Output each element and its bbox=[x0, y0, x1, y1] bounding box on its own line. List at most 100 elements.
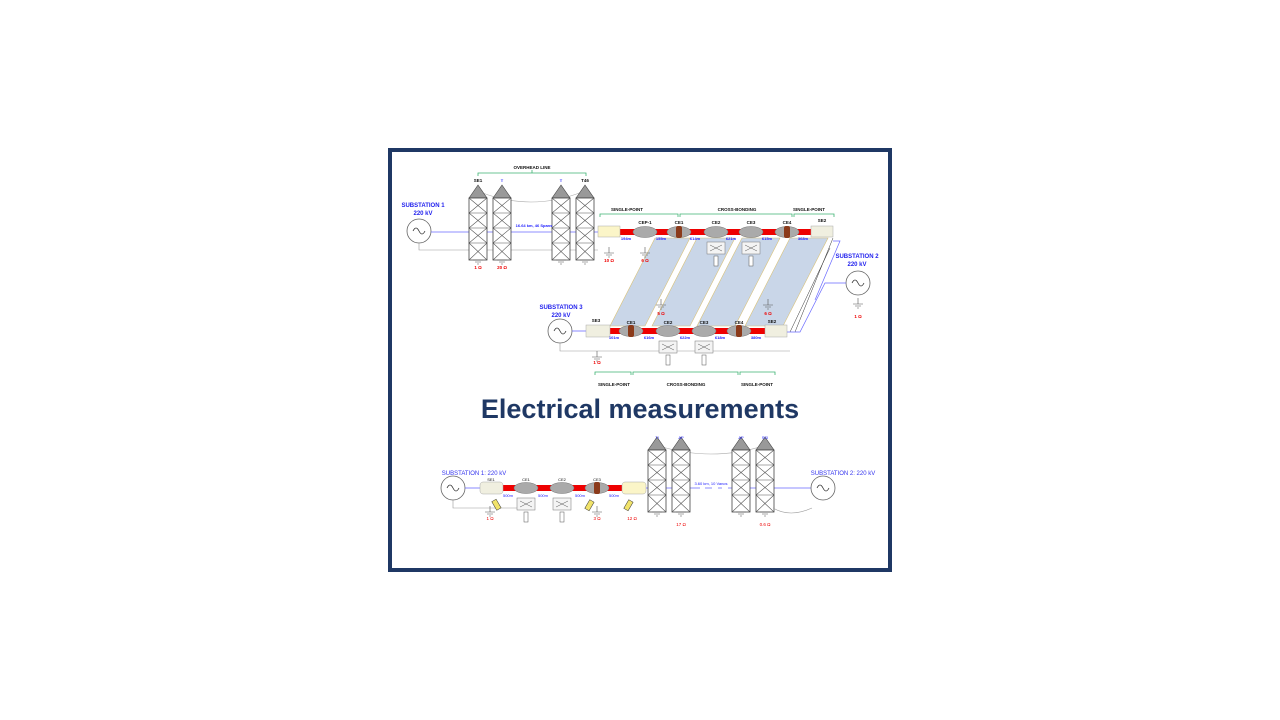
tower-icon bbox=[575, 184, 595, 265]
segment-length: 500m bbox=[575, 493, 586, 498]
joint-icon bbox=[703, 226, 729, 238]
ground-resistance: 20 Ω bbox=[497, 265, 507, 270]
surge-arrester-icons bbox=[491, 498, 634, 512]
tower-label: T bbox=[560, 178, 563, 183]
joint-label: CE3 bbox=[593, 477, 602, 482]
generator-icon bbox=[547, 318, 573, 344]
ground-resistance: 0.6 Ω bbox=[760, 522, 772, 527]
slide-title: Electrical measurements bbox=[481, 394, 799, 424]
joint-label: CE4 bbox=[783, 220, 792, 225]
segment-length: 155m bbox=[656, 236, 667, 241]
segment-length: 615m bbox=[762, 236, 773, 241]
overhead-line-length: 16.64 km, 46 Spans bbox=[516, 223, 553, 228]
ground-icon bbox=[591, 505, 603, 517]
overhead-line-label: OVERHEAD LINE bbox=[513, 165, 550, 170]
joint-label: CEP-1 bbox=[638, 220, 652, 225]
ground-resistance: 12 Ω bbox=[627, 516, 637, 521]
segment-length: 380m bbox=[751, 335, 762, 340]
ground-resistance: 1 Ω bbox=[486, 516, 494, 521]
ground-resistance: 6 Ω bbox=[641, 258, 649, 263]
cross-bonding-box-icon bbox=[658, 340, 678, 366]
joint-label: CE2 bbox=[558, 477, 567, 482]
segment-length: 618m bbox=[715, 335, 726, 340]
joint-label: CE3 bbox=[700, 320, 709, 325]
tower-label: T46 bbox=[581, 178, 589, 183]
section-label: SINGLE-POINT bbox=[611, 207, 643, 212]
tower-icon bbox=[551, 184, 571, 265]
section-brackets bbox=[599, 213, 835, 217]
tower-icon bbox=[755, 436, 775, 517]
tower-label: AP bbox=[678, 435, 684, 440]
generator-icon bbox=[440, 475, 466, 501]
substation1-label: SUBSTATION 1: 220 kV bbox=[442, 471, 506, 477]
segment-length: 368m bbox=[798, 236, 809, 241]
ground-resistance: 1 Ω bbox=[474, 265, 482, 270]
segment-length: 500m bbox=[538, 493, 549, 498]
top-diagram: OVERHEAD LINE SUBSTATION 1 220 kV SE1 T … bbox=[401, 165, 879, 387]
sheath-strips bbox=[609, 237, 829, 327]
lower-cable bbox=[610, 328, 766, 334]
joint-label: CE1 bbox=[522, 477, 531, 482]
sealing-end bbox=[585, 324, 611, 338]
tower-icon bbox=[671, 436, 691, 517]
section-label: CROSS-BONDING bbox=[718, 207, 757, 212]
tower-icon bbox=[468, 184, 488, 265]
tower-label: SSI bbox=[762, 435, 768, 440]
joint-icon bbox=[584, 481, 610, 495]
ground-resistance: 17 Ω bbox=[676, 522, 686, 527]
cross-bonding-box-icon bbox=[552, 497, 572, 523]
tower-icon bbox=[647, 436, 667, 517]
substation1-name: SUBSTATION 1 bbox=[401, 203, 445, 209]
sealing-end bbox=[810, 225, 834, 238]
joint-icon bbox=[666, 225, 692, 239]
overhead-bracket bbox=[477, 170, 587, 176]
segment-length: 500m bbox=[503, 493, 514, 498]
ground-resistance: 1 Ω bbox=[593, 360, 601, 365]
joint-icon bbox=[549, 482, 575, 494]
segment-length: 621m bbox=[726, 236, 737, 241]
joint-label: CE3 bbox=[747, 220, 756, 225]
joint-label: SE3 bbox=[592, 318, 601, 323]
ground-resistance: 6 Ω bbox=[764, 311, 772, 316]
ground-icon bbox=[484, 505, 496, 517]
segment-length: 101m bbox=[609, 335, 620, 340]
joint-icon bbox=[774, 225, 800, 239]
sealing-end bbox=[597, 225, 621, 238]
substation2-voltage: 220 kV bbox=[847, 262, 866, 268]
joint-icon bbox=[513, 482, 539, 494]
bottom-diagram: SUBSTATION 1: 220 kV SE1 CE1 CE2 CE3 500… bbox=[440, 435, 875, 527]
ground-resistance: 3 Ω bbox=[593, 516, 601, 521]
joint-label: CE2 bbox=[664, 320, 673, 325]
joint-icon bbox=[691, 325, 717, 337]
segment-length: 622m bbox=[680, 335, 691, 340]
sealing-end bbox=[479, 481, 504, 495]
tower-label: AP bbox=[738, 435, 744, 440]
generator-icon bbox=[406, 218, 432, 244]
section-brackets bbox=[594, 371, 776, 375]
ground-resistance: 10 Ω bbox=[604, 258, 614, 263]
generator-icon bbox=[845, 270, 871, 296]
segment-length: 500m bbox=[609, 493, 620, 498]
segment-length: 614m bbox=[690, 236, 701, 241]
ground-resistance: 5 Ω bbox=[657, 311, 665, 316]
substation2-label: SUBSTATION 2: 220 kV bbox=[811, 471, 875, 477]
overhead-line-length: 3.60 km, 10 Vanos bbox=[694, 481, 727, 486]
tower-label: TI bbox=[655, 435, 659, 440]
sealing-end bbox=[621, 481, 647, 495]
tower-icon bbox=[731, 436, 751, 517]
joint-label: CE4 bbox=[735, 320, 744, 325]
ground-icon bbox=[852, 297, 864, 309]
segment-length: 616m bbox=[644, 335, 655, 340]
joint-label: SE2 bbox=[818, 218, 827, 223]
substation2-name: SUBSTATION 2 bbox=[835, 254, 879, 260]
joint-label: CE1 bbox=[675, 220, 684, 225]
joint-label: CE1 bbox=[627, 320, 636, 325]
segment-length: 194m bbox=[621, 236, 632, 241]
tower-icon bbox=[492, 184, 512, 265]
cross-bonding-box-icon bbox=[694, 340, 714, 366]
joint-icon bbox=[738, 226, 764, 238]
cross-bonding-box-icon bbox=[516, 497, 536, 523]
section-label: CROSS-BONDING bbox=[667, 382, 706, 387]
joint-icon bbox=[655, 325, 681, 337]
joint-icon bbox=[632, 226, 658, 238]
